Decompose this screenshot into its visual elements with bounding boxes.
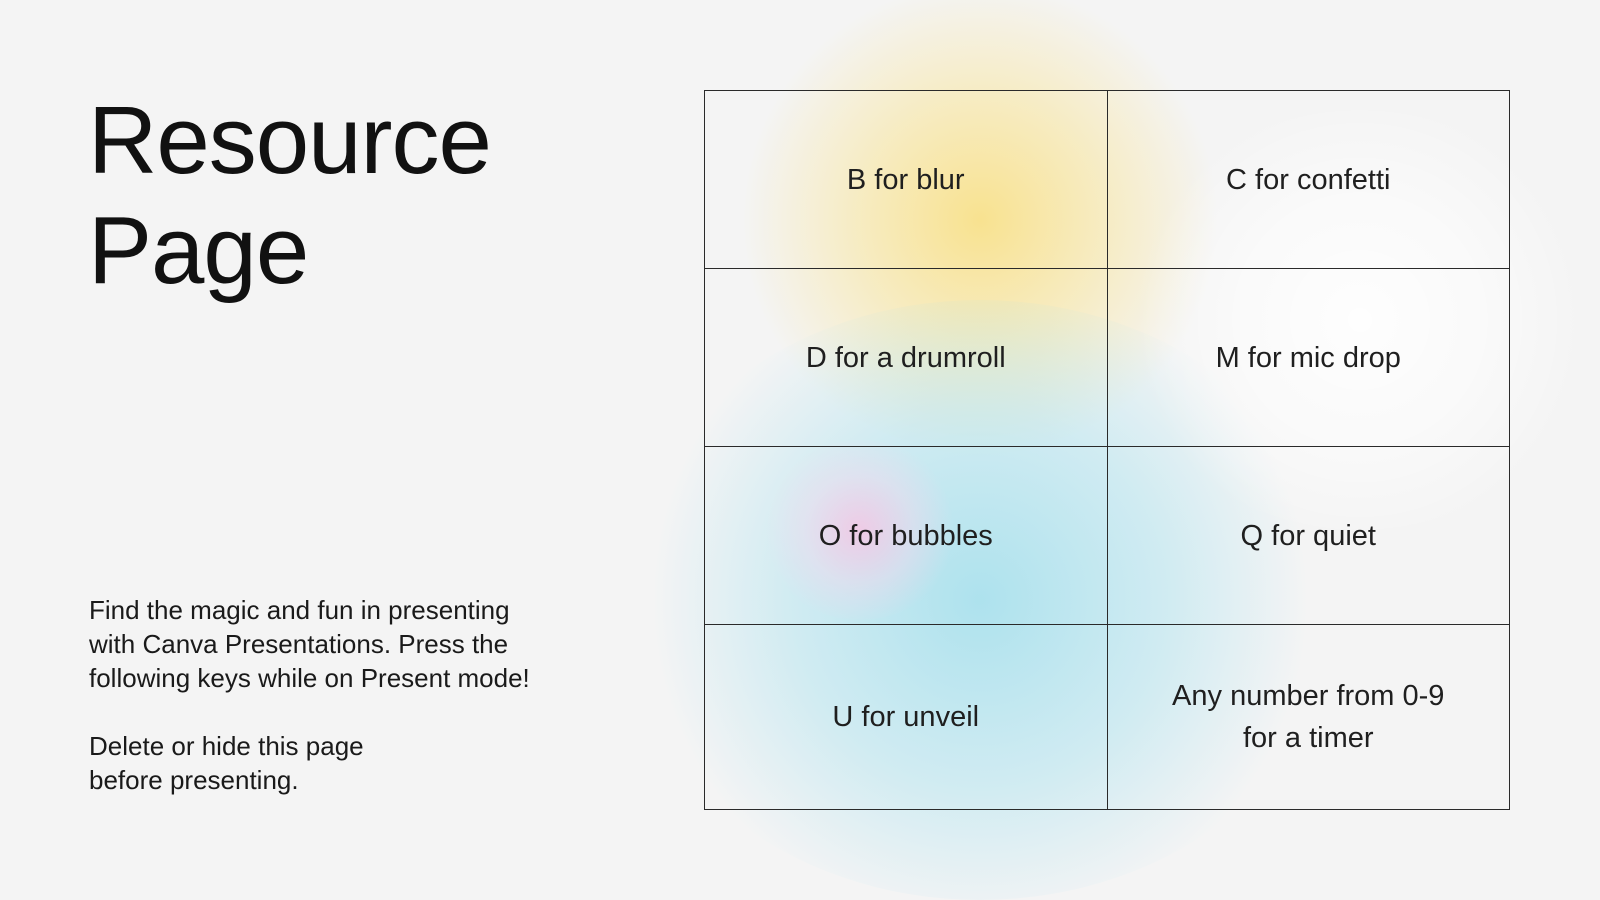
description-line: Find the magic and fun in presenting bbox=[89, 595, 510, 625]
shortcut-label: B for blur bbox=[846, 163, 965, 196]
shortcut-label: D for a drumroll bbox=[805, 341, 1006, 374]
shortcut-cell-confetti: C for confetti bbox=[1106, 90, 1510, 269]
description-block: Find the magic and fun in presenting wit… bbox=[89, 593, 589, 797]
description-line: with Canva Presentations. Press the bbox=[89, 629, 509, 659]
shortcut-keys-table: B for blur C for confetti D for a drumro… bbox=[704, 90, 1510, 810]
shortcut-cell-mic-drop: M for mic drop bbox=[1106, 268, 1510, 447]
shortcut-label: M for mic drop bbox=[1215, 341, 1401, 374]
shortcut-cell-quiet: Q for quiet bbox=[1106, 446, 1510, 625]
description-line: Delete or hide this page bbox=[89, 731, 364, 761]
shortcut-cell-unveil: U for unveil bbox=[704, 624, 1108, 810]
shortcut-label: O for bubbles bbox=[818, 519, 993, 552]
shortcut-cell-blur: B for blur bbox=[704, 90, 1108, 269]
table-row: D for a drumroll M for mic drop bbox=[704, 268, 1510, 447]
shortcut-label: Q for quiet bbox=[1240, 519, 1376, 552]
shortcut-cell-drumroll: D for a drumroll bbox=[704, 268, 1108, 447]
shortcut-label: Any number from 0-9 bbox=[1172, 680, 1445, 712]
table-row: O for bubbles Q for quiet bbox=[704, 446, 1510, 625]
table-row: U for unveil Any number from 0-9 for a t… bbox=[704, 624, 1510, 810]
table-row: B for blur C for confetti bbox=[704, 90, 1510, 269]
shortcut-label: for a timer bbox=[1242, 722, 1374, 754]
description-line: before presenting. bbox=[89, 765, 299, 795]
shortcut-label: U for unveil bbox=[832, 701, 980, 733]
shortcut-cell-bubbles: O for bubbles bbox=[704, 446, 1108, 625]
description-paragraph-note: Delete or hide this page before presenti… bbox=[89, 729, 589, 797]
description-line: following keys while on Present mode! bbox=[89, 663, 530, 693]
page-title-line-1: Resource bbox=[88, 87, 492, 194]
shortcut-label: C for confetti bbox=[1226, 163, 1391, 196]
description-paragraph-intro: Find the magic and fun in presenting wit… bbox=[89, 593, 589, 695]
shortcut-cell-timer: Any number from 0-9 for a timer bbox=[1106, 624, 1510, 810]
page-title: Resource Page bbox=[88, 86, 492, 306]
page-title-line-2: Page bbox=[88, 197, 309, 304]
